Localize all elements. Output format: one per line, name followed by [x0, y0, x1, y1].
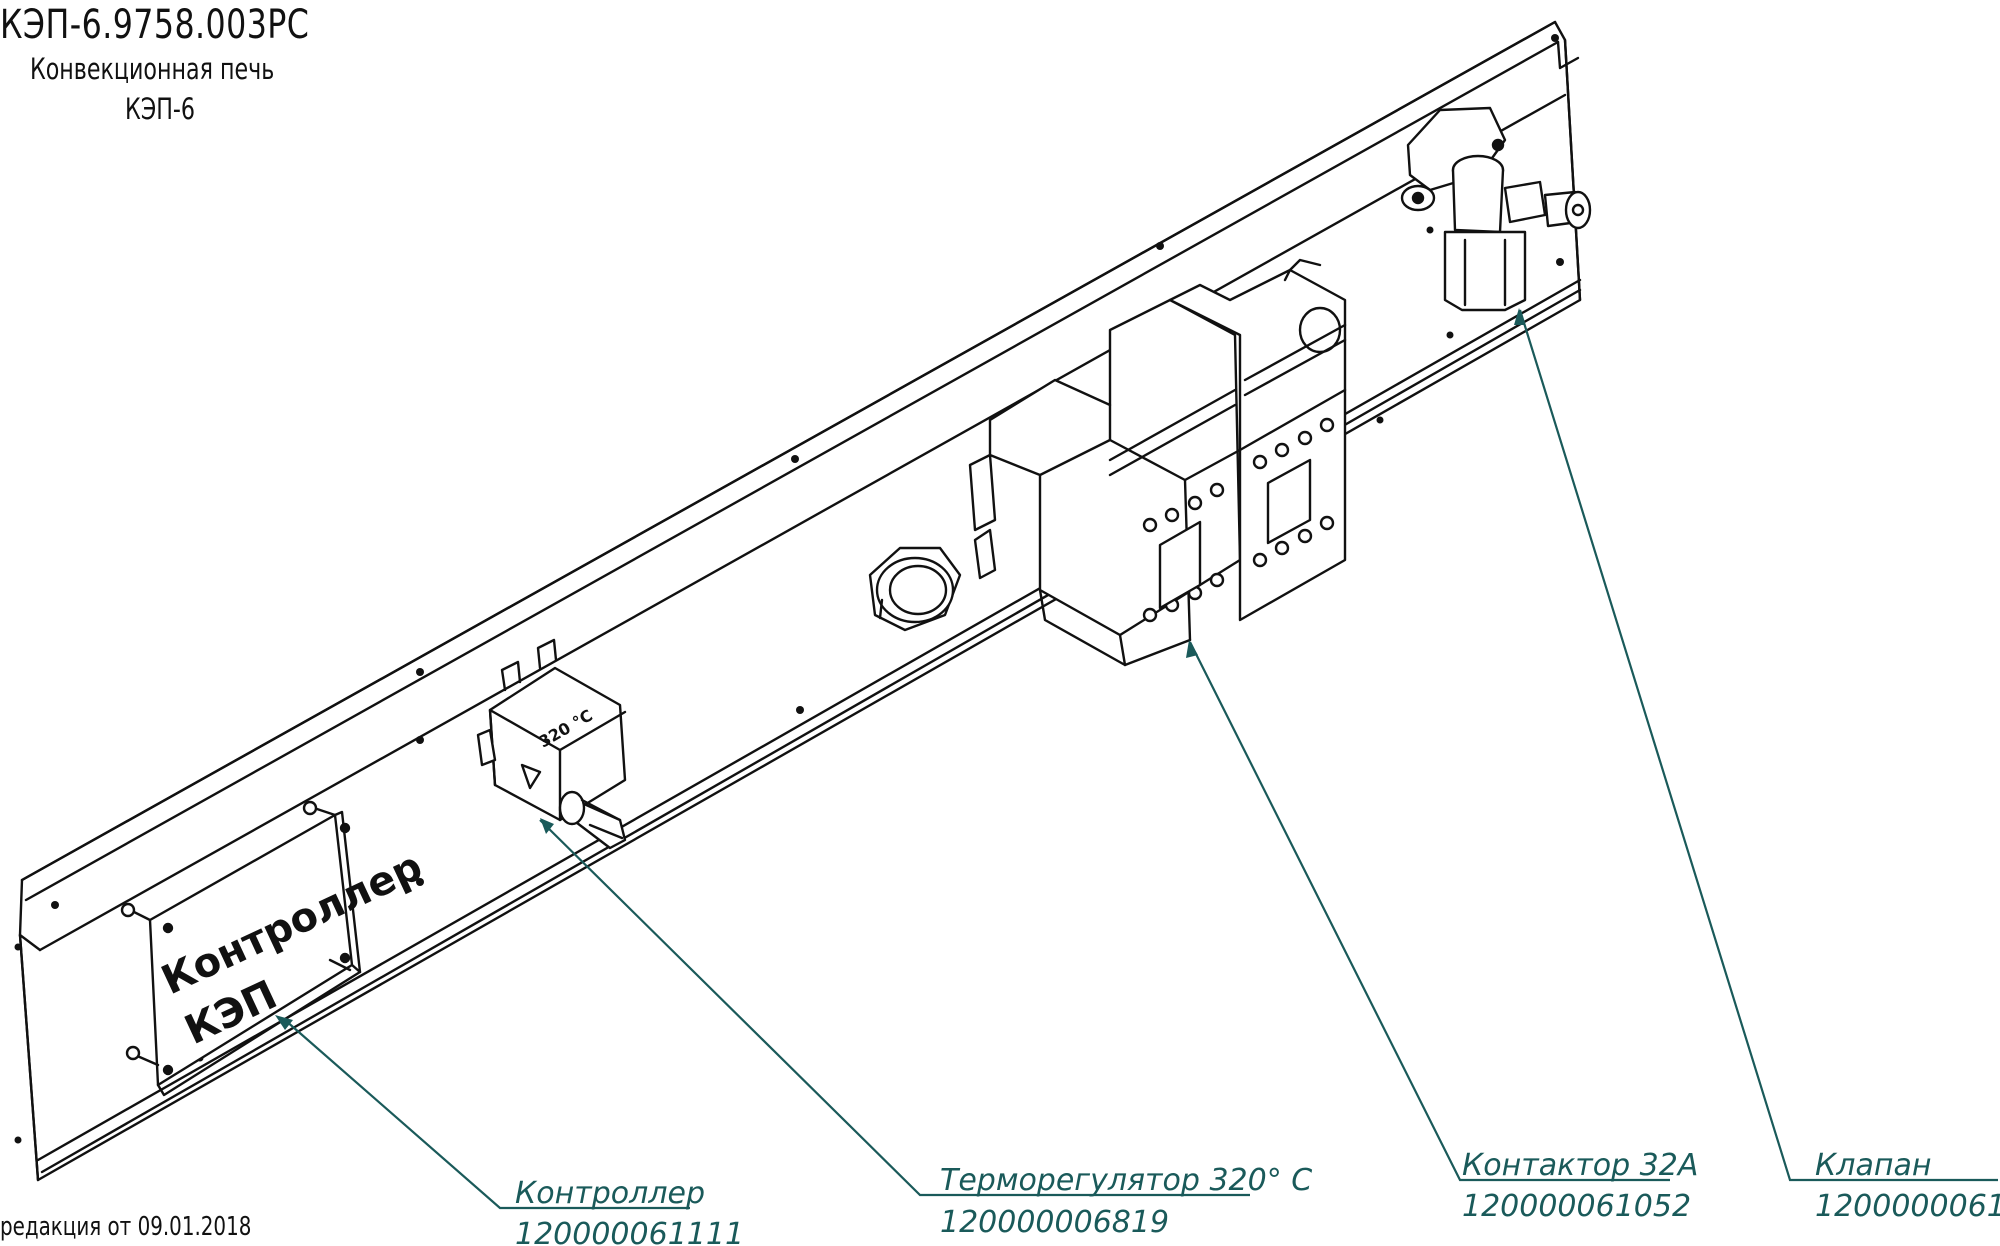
callout-contactor-name: Контактор 32А	[1462, 1148, 1698, 1183]
document-title-line2: КЭП-6	[125, 92, 196, 126]
contactor-unit	[968, 258, 1347, 667]
callout-controller-name: Контроллер	[515, 1176, 705, 1211]
callout-valve-code: 120000006121	[1815, 1189, 2000, 1224]
callout-valve-name: Клапан	[1815, 1148, 1931, 1183]
leader-line-contactor	[1189, 641, 1670, 1182]
revision-date: редакция от 09.01.2018	[0, 1212, 252, 1242]
callout-controller-code: 120000061111	[515, 1217, 744, 1246]
valve-unit	[1400, 106, 1592, 312]
mounting-holes	[14, 34, 1564, 1144]
document-title-line1: Конвекционная печь	[30, 52, 275, 86]
callout-thermostat-code: 120000006819	[940, 1205, 1169, 1240]
leader-line-valve	[1518, 309, 1998, 1182]
cable-gland	[868, 546, 962, 632]
document-code: КЭП-6.9758.003РС	[0, 2, 310, 48]
callout-contactor-code: 120000061052	[1462, 1189, 1691, 1224]
callout-thermostat-name: Терморегулятор 320° С	[940, 1163, 1312, 1198]
leader-line-controller	[284, 1019, 690, 1210]
leader-line-thermostat	[539, 819, 1250, 1197]
thermostat-unit: 320 °C	[476, 638, 627, 850]
